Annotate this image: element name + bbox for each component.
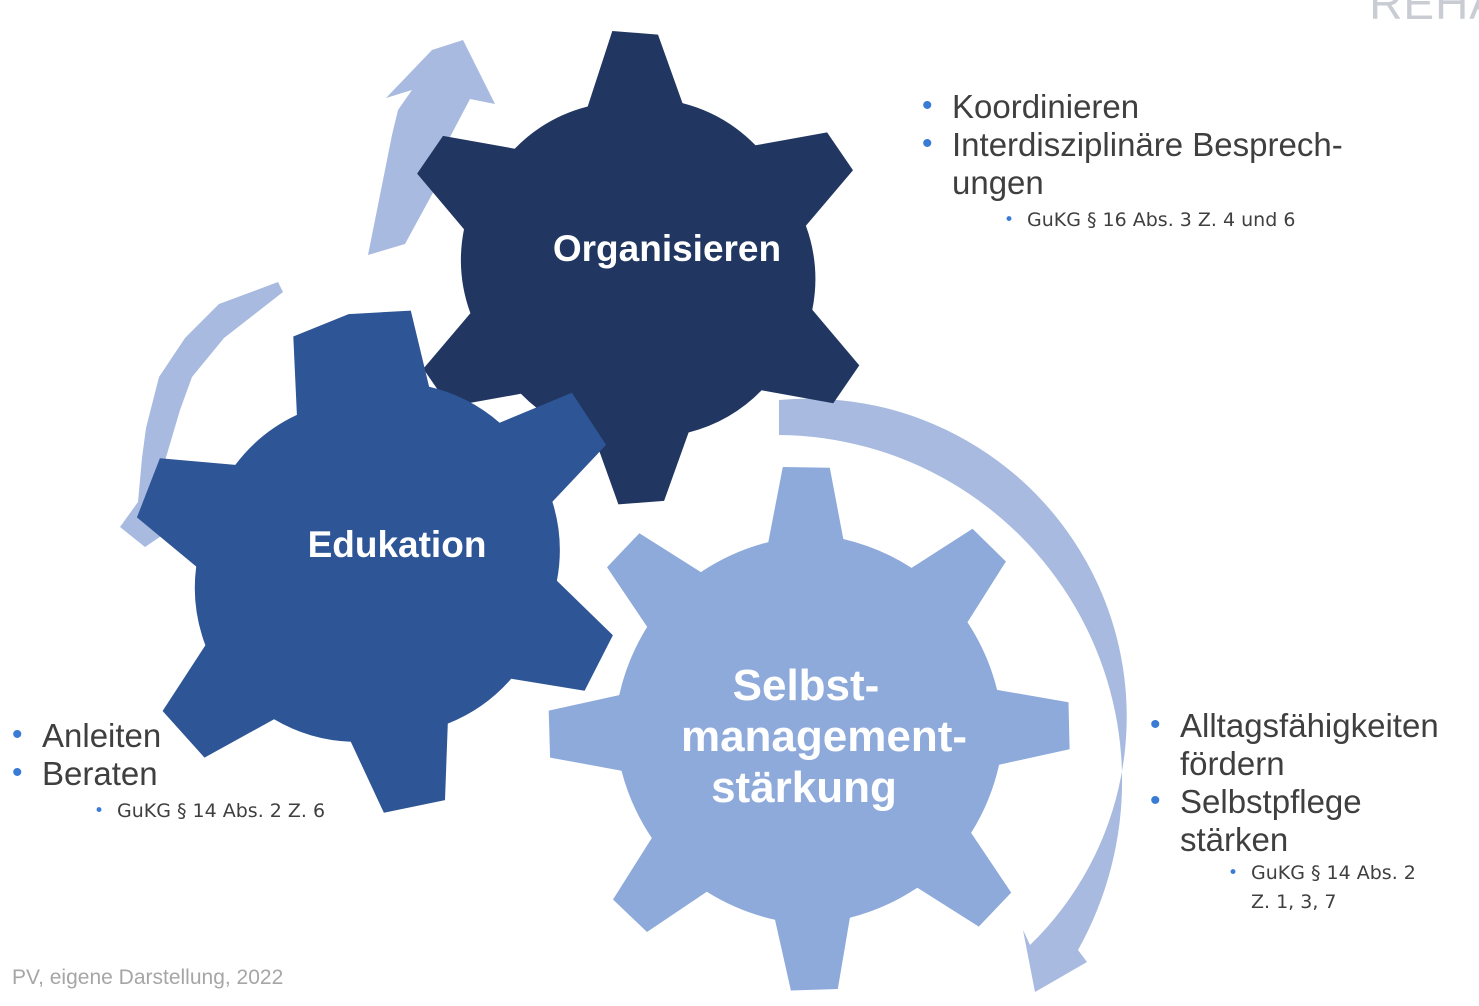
arrow-edukation-to-organisieren [368,40,495,255]
edukation-note-beraten: Beraten [8,754,428,793]
organisieren-note-besprechungen: Interdisziplinäre Besprech- ungen [918,125,1438,202]
gear-label-organisieren: Organisieren [553,228,781,269]
edukation-notes: Anleiten Beraten GuKG § 14 Abs. 2 Z. 6 [8,716,428,826]
gear-label-selbst-line1: Selbst- [733,661,880,710]
organisieren-note-law: GuKG § 16 Abs. 3 Z. 4 und 6 [998,206,1438,235]
gear-edukation [136,310,613,813]
selbst-note-selbstpflege: Selbstpflege stärken [1146,782,1476,859]
gear-label-selbst-line2: management- [681,712,967,761]
source-note: PV, eigene Darstellung, 2022 [12,966,284,989]
edukation-note-law: GuKG § 14 Abs. 2 Z. 6 [88,797,428,826]
arrow-organisieren-to-selbst [779,398,1127,992]
selbst-note-alltag: Alltagsfähigkeiten fördern [1146,706,1476,783]
selbst-notes: Alltagsfähigkeiten fördern Selbstpflege … [1146,706,1476,917]
organisieren-note-koordinieren: Koordinieren [918,87,1438,126]
edukation-note-anleiten: Anleiten [8,716,428,755]
gear-selbstmanagement [548,467,1070,991]
gear-organisieren [417,31,860,505]
organisieren-notes: Koordinieren Interdisziplinäre Besprech-… [918,87,1438,235]
corner-word: REHA [1369,0,1479,29]
gear-label-selbst-line3: stärkung [711,763,897,812]
gear-label-edukation: Edukation [308,524,487,565]
selbst-note-law: GuKG § 14 Abs. 2 Z. 1, 3, 7 [1222,859,1476,917]
